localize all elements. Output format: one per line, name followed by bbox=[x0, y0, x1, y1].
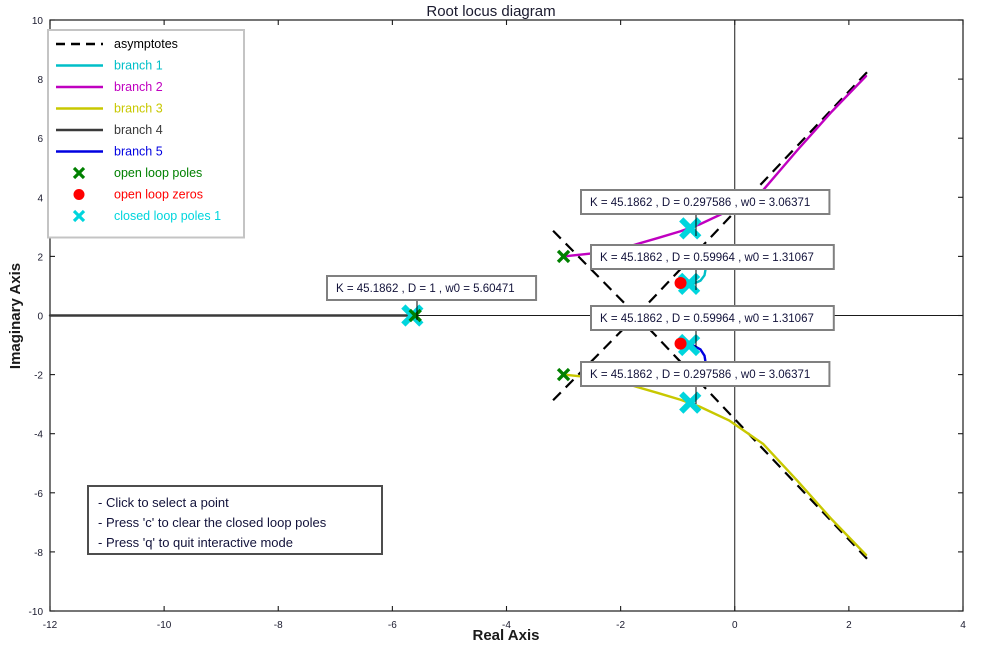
page-title: Root locus diagram bbox=[426, 3, 555, 20]
legend-item: branch 1 bbox=[56, 59, 163, 73]
closed-loop-pole-marker-stroke bbox=[677, 272, 701, 296]
x-tick-label: -12 bbox=[43, 620, 58, 631]
legend-item: open loop poles bbox=[72, 166, 202, 180]
y-axis-label: Imaginary Axis bbox=[7, 263, 24, 369]
x-tick-label: -4 bbox=[502, 620, 511, 631]
legend-label: branch 1 bbox=[114, 59, 163, 73]
y-tick-label: 6 bbox=[37, 134, 43, 145]
legend-item: open loop zeros bbox=[73, 188, 203, 202]
y-tick-label: 8 bbox=[37, 75, 43, 86]
annotation-box[interactable]: K = 45.1862 , D = 1 , w0 = 5.60471 bbox=[326, 275, 538, 320]
help-box-line: - Click to select a point bbox=[98, 495, 229, 510]
annotation-text: K = 45.1862 , D = 0.297586 , w0 = 3.0637… bbox=[590, 197, 810, 209]
annotation-box[interactable]: K = 45.1862 , D = 0.59964 , w0 = 1.31067 bbox=[590, 305, 835, 347]
y-tick-label: 4 bbox=[37, 193, 43, 204]
help-box-frame bbox=[87, 485, 383, 555]
annotation-box-frame[interactable] bbox=[590, 305, 835, 331]
closed-loop-pole-marker-stroke bbox=[677, 333, 701, 357]
help-box-line: - Press 'c' to clear the closed loop pol… bbox=[98, 515, 327, 530]
x-axis-label: Real Axis bbox=[473, 627, 540, 644]
x-tick-label: 0 bbox=[732, 620, 738, 631]
y-tick-label: -2 bbox=[34, 371, 43, 382]
asymptote-line bbox=[635, 314, 873, 565]
annotation-text: K = 45.1862 , D = 0.59964 , w0 = 1.31067 bbox=[600, 313, 814, 325]
asymptote-line bbox=[551, 229, 638, 317]
legend-item: branch 5 bbox=[56, 145, 163, 159]
x-tick-label: -2 bbox=[616, 620, 625, 631]
legend-label: open loop poles bbox=[114, 166, 202, 180]
legend-label: branch 3 bbox=[114, 102, 163, 116]
legend-label: branch 2 bbox=[114, 80, 163, 94]
open-loop-zero-marker[interactable] bbox=[674, 276, 687, 289]
legend: asymptotes branch 1 branch 2 branch 3 branch… bbox=[47, 29, 245, 239]
help-box: - Click to select a point - Press 'c' to … bbox=[87, 485, 383, 555]
y-tick-label: -10 bbox=[29, 607, 44, 618]
legend-circle-icon bbox=[73, 189, 85, 200]
legend-item: closed loop poles 1 bbox=[72, 209, 221, 223]
annotation-boxes[interactable]: K = 45.1862 , D = 0.297586 , w0 = 3.0637… bbox=[326, 189, 835, 404]
annotation-box-frame[interactable] bbox=[580, 189, 831, 215]
x-tick-label: 4 bbox=[960, 620, 966, 631]
y-tick-label: -4 bbox=[34, 430, 43, 441]
legend-item: branch 2 bbox=[56, 80, 163, 94]
annotation-box-frame[interactable] bbox=[326, 275, 538, 301]
legend-item: branch 3 bbox=[56, 102, 163, 116]
y-tick-label: -8 bbox=[34, 548, 43, 559]
x-tick-label: 2 bbox=[846, 620, 852, 631]
legend-x-icon bbox=[72, 166, 86, 180]
annotation-text: K = 45.1862 , D = 1 , w0 = 5.60471 bbox=[336, 283, 515, 295]
annotation-box-frame[interactable] bbox=[580, 361, 831, 387]
y-tick-label: 10 bbox=[32, 16, 44, 27]
closed-loop-pole-marker[interactable] bbox=[401, 304, 424, 327]
legend-label: closed loop poles 1 bbox=[114, 209, 221, 223]
y-tick-label: -6 bbox=[34, 489, 43, 500]
open-loop-pole-marker-stroke bbox=[556, 367, 571, 382]
closed-loop-pole-marker-stroke bbox=[401, 304, 424, 327]
annotation-box-frame[interactable] bbox=[590, 244, 835, 270]
help-box-line: - Press 'q' to quit interactive mode bbox=[98, 535, 293, 550]
legend-x-icon bbox=[72, 209, 86, 223]
annotation-text: K = 45.1862 , D = 0.297586 , w0 = 3.0637… bbox=[590, 369, 810, 381]
x-tick-label: -10 bbox=[157, 620, 172, 631]
open-loop-pole-marker[interactable] bbox=[556, 367, 571, 382]
legend-label: branch 5 bbox=[114, 145, 163, 159]
annotation-box[interactable]: K = 45.1862 , D = 0.297586 , w0 = 3.0637… bbox=[580, 361, 831, 404]
legend-label: branch 4 bbox=[114, 123, 163, 137]
annotation-box[interactable]: K = 45.1862 , D = 0.59964 , w0 = 1.31067 bbox=[590, 244, 835, 290]
open-loop-pole-marker[interactable] bbox=[408, 308, 422, 323]
y-tick-label: 0 bbox=[37, 312, 43, 323]
legend-label: asymptotes bbox=[114, 37, 178, 51]
open-loop-zero-marker[interactable] bbox=[674, 337, 687, 350]
legend-item: branch 4 bbox=[56, 123, 163, 137]
annotation-box[interactable]: K = 45.1862 , D = 0.297586 , w0 = 3.0637… bbox=[580, 189, 831, 236]
open-loop-pole-marker[interactable] bbox=[556, 249, 571, 264]
open-loop-pole-marker-stroke bbox=[408, 308, 422, 323]
legend-label: open loop zeros bbox=[114, 188, 203, 202]
legend-item: asymptotes bbox=[56, 37, 178, 51]
open-loop-pole-marker-stroke bbox=[556, 249, 571, 264]
annotation-text: K = 45.1862 , D = 0.59964 , w0 = 1.31067 bbox=[600, 252, 814, 264]
x-tick-label: -6 bbox=[388, 620, 397, 631]
y-tick-label: 2 bbox=[37, 252, 43, 263]
x-tick-label: -8 bbox=[274, 620, 283, 631]
